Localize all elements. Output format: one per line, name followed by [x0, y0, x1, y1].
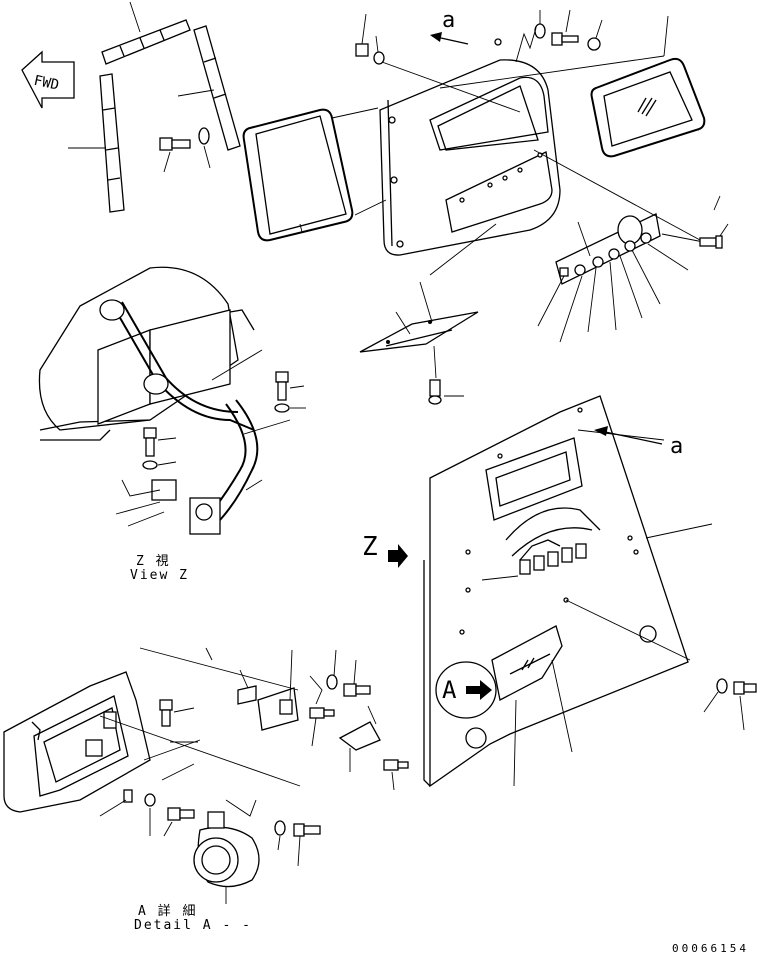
- drawing-number: 00066154: [672, 942, 749, 955]
- seal-strip-diagonal: [177, 25, 241, 151]
- fwd-text: FWD: [32, 73, 60, 94]
- view-z-assembly: [38, 266, 306, 535]
- view-z-caption-en: View Z: [130, 568, 189, 583]
- switch-bracket: [533, 149, 729, 343]
- view-z-marker: Z: [362, 532, 380, 562]
- detail-a-marker-letter: A: [442, 676, 459, 704]
- main-panel: [423, 395, 713, 788]
- detail-a-caption-en: Detail A - -: [134, 918, 252, 933]
- glass-window-right: [439, 15, 706, 158]
- view-ref-a-right: a: [670, 434, 686, 459]
- cover-plate: [359, 281, 479, 405]
- view-ref-a-top: a: [442, 8, 458, 33]
- view-z-caption: Z 視: [136, 554, 171, 569]
- monitor-housing: [354, 38, 561, 276]
- glass-seal-left: [242, 107, 379, 242]
- bolt-right: [703, 678, 757, 731]
- bolt-top-left: [159, 127, 211, 173]
- seal-strip-vertical: [68, 73, 125, 213]
- top-fasteners: [355, 9, 603, 113]
- view-arrow-a-right: [594, 426, 663, 445]
- fwd-arrow: FWD: [21, 50, 75, 109]
- detail-a-assembly: [3, 647, 409, 904]
- detail-a-caption: A 詳 細: [138, 904, 198, 919]
- detail-a-marker: [435, 661, 497, 719]
- seal-strip-top: [101, 1, 191, 65]
- view-z-arrow: [388, 544, 408, 568]
- view-arrow-a-top: [430, 32, 469, 45]
